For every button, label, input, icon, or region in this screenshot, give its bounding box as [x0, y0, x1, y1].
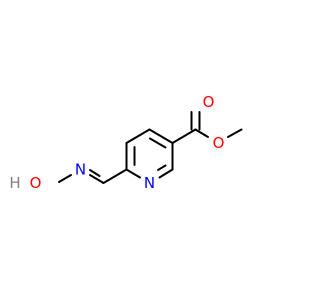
structure-canvas: N O O N O H [9, 93, 243, 192]
ring-bond-c1-c2 [148, 128, 174, 144]
ring-bond-c6-c1 [125, 128, 151, 144]
bond-ring-to-carbonyl [171, 128, 197, 144]
hydroxyl-oxygen-label: O [30, 174, 42, 192]
ether-oxygen-label: O [213, 134, 225, 152]
atom-labels: N O O N O H [9, 93, 224, 192]
oxime-nitrogen-label: N [75, 161, 86, 179]
bond-ring-to-ch [102, 168, 128, 184]
ring-bond-n-c4 [125, 168, 141, 179]
bond-carbonyl-to-ether-o [194, 128, 209, 138]
bond-ether-o-to-methyl [227, 128, 243, 138]
hydroxyl-hydrogen-label: H [9, 174, 20, 192]
molecule-structure: N O O N O H [9, 93, 243, 192]
carbonyl-oxygen-label: O [203, 93, 215, 111]
ring-nitrogen-label: N [144, 174, 155, 192]
bonds [58, 111, 243, 184]
ring-bond-c1-c2-inner [149, 137, 167, 149]
bond-ch-n-double-b [89, 169, 101, 177]
bond-n-to-oh [58, 174, 72, 183]
bond-ch-n-double-a [89, 174, 105, 184]
ring-bond-c3-n [158, 168, 174, 179]
ring-bond-c3-n-inner [157, 164, 167, 171]
